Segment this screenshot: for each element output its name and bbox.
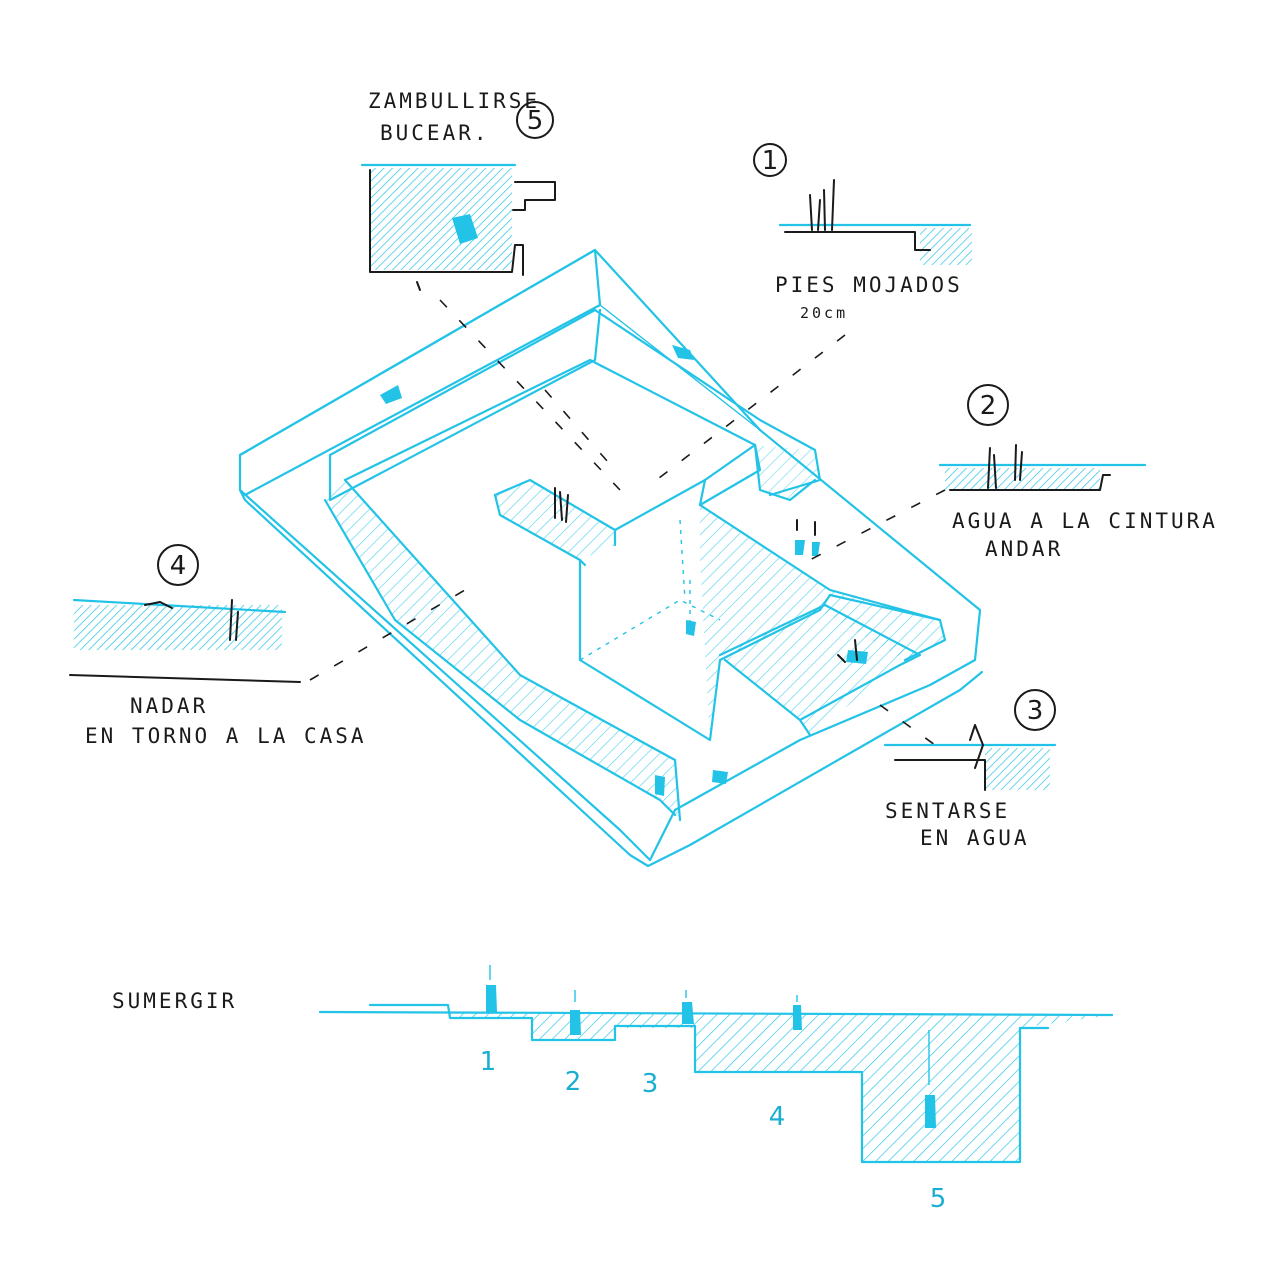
detail-waist-line2: ANDAR [985, 537, 1063, 561]
section-label-3: 3 [642, 1069, 659, 1099]
figures-in-plan [380, 345, 868, 796]
detail-swim: 4 NADAR EN TORNO A LA CASA [69, 544, 367, 748]
leader-lines [309, 299, 946, 746]
section-title: SUMERGIR [112, 989, 237, 1013]
detail-dive: 5 ZAMBULLIRSE BUCEAR. [360, 89, 556, 291]
isometric-pool-drawing [238, 248, 984, 868]
section-label-5: 5 [930, 1184, 947, 1214]
detail-waist-line1: AGUA A LA CINTURA [952, 509, 1218, 533]
section-label-4: 4 [769, 1102, 786, 1132]
detail-wet-feet: 1 PIES MOJADOS 20cm [753, 143, 972, 322]
detail-sit-line1: SENTARSE [885, 799, 1010, 823]
detail-sit: 3 SENTARSE EN AGUA [883, 689, 1057, 850]
detail-wet-feet-number: 1 [762, 146, 779, 176]
detail-sit-number: 3 [1027, 696, 1044, 726]
detail-wet-feet-line2: 20cm [800, 304, 848, 322]
detail-dive-number: 5 [527, 106, 544, 136]
detail-swim-line1: NADAR [130, 694, 208, 718]
detail-waist: 2 AGUA A LA CINTURA ANDAR [938, 384, 1218, 561]
section-diagram: SUMERGIR 1 2 3 4 5 [112, 965, 1114, 1214]
detail-wet-feet-line1: PIES MOJADOS [775, 273, 963, 297]
section-label-1: 1 [480, 1047, 497, 1077]
detail-swim-number: 4 [170, 551, 187, 581]
detail-sit-line2: EN AGUA [920, 826, 1030, 850]
detail-swim-line2: EN TORNO A LA CASA [85, 724, 367, 748]
detail-waist-number: 2 [980, 391, 997, 421]
detail-dive-line2: BUCEAR. [380, 121, 490, 145]
detail-dive-line1: ZAMBULLIRSE [368, 89, 540, 113]
section-label-2: 2 [565, 1067, 582, 1097]
